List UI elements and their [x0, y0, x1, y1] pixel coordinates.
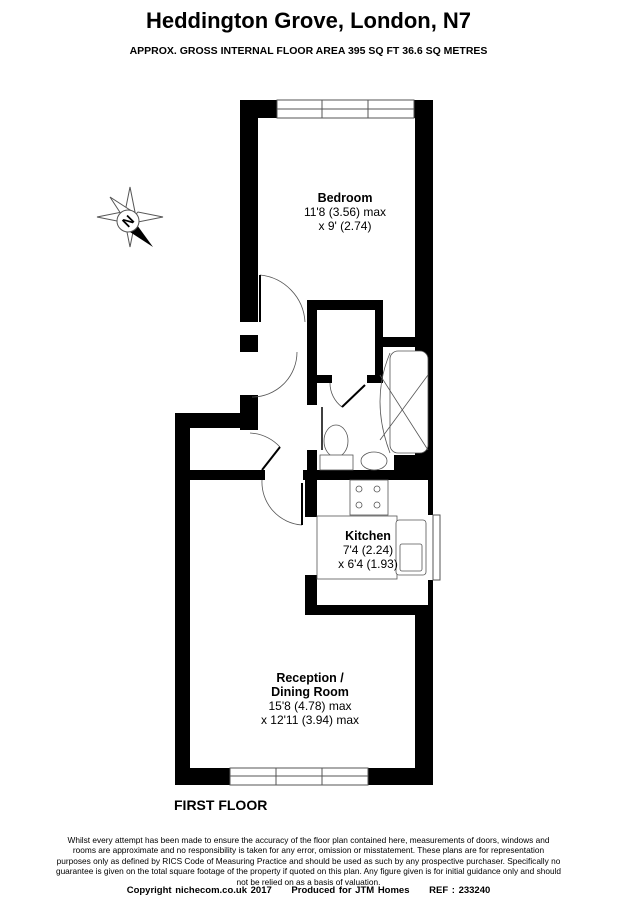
- disclaimer: Whilst every attempt has been made to en…: [55, 835, 562, 887]
- bath-icon: [389, 350, 429, 454]
- room-name: Reception /: [276, 671, 344, 685]
- room-dimension: x 12'11 (3.94) max: [260, 713, 360, 727]
- toilet-icon: [323, 424, 349, 458]
- room-name: Bedroom: [317, 191, 373, 205]
- windows: [229, 99, 441, 786]
- room-dimension: 11'8 (3.56) max: [303, 205, 387, 219]
- fixtures: [316, 350, 429, 580]
- door-swings: [249, 274, 366, 526]
- hob-icon: [349, 479, 389, 516]
- room-dimension: x 9' (2.74): [318, 219, 372, 233]
- room-bedroom: Bedroom 11'8 (3.56) max x 9' (2.74): [270, 191, 420, 233]
- room-name: Kitchen: [345, 529, 391, 543]
- floor-label: FIRST FLOOR: [174, 797, 268, 813]
- floor-plan-drawing: [175, 99, 441, 786]
- produced-for: Produced for JTM Homes: [291, 885, 410, 896]
- walls: [175, 100, 433, 785]
- page-title: Heddington Grove, London, N7: [145, 8, 472, 33]
- copyright: Copyright nichecom.co.uk 2017: [126, 885, 272, 896]
- room-kitchen: Kitchen 7'4 (2.24) x 6'4 (1.93): [318, 529, 418, 571]
- sink-icon: [360, 451, 388, 471]
- floor-area-subtitle: APPROX. GROSS INTERNAL FLOOR AREA 395 SQ…: [129, 45, 488, 57]
- footer: Copyright nichecom.co.uk 2017 Produced f…: [0, 885, 617, 896]
- room-name: Dining Room: [271, 685, 349, 699]
- north-compass-icon: N: [96, 186, 164, 248]
- room-dimension: 15'8 (4.78) max: [268, 699, 352, 713]
- room-dimension: x 6'4 (1.93): [338, 557, 398, 571]
- room-reception: Reception / Dining Room 15'8 (4.78) max …: [225, 671, 395, 727]
- room-dimension: 7'4 (2.24): [342, 543, 394, 557]
- reference: REF : 233240: [429, 885, 491, 896]
